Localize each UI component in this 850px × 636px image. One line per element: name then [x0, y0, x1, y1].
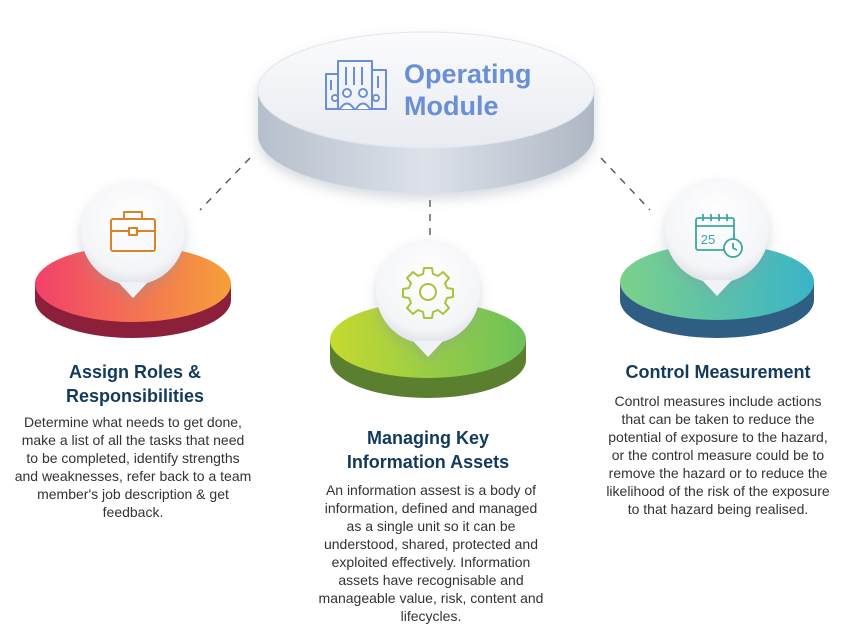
- operating-module-title: Operating Module: [404, 58, 532, 122]
- managing-assets-title-line2: Information Assets: [346, 452, 510, 472]
- control-measurement-description: Control measures include actions that ca…: [606, 393, 830, 517]
- bubble-right: [665, 179, 769, 296]
- managing-assets-title: Managing Key Information Assets: [318, 426, 538, 474]
- office-building-people-icon: [325, 60, 387, 110]
- assign-roles-title: Assign Roles & Responsibilities: [30, 360, 240, 408]
- operating-module-title-line2: Module: [404, 91, 499, 121]
- assign-roles-title-line1: Assign Roles &: [68, 362, 202, 382]
- managing-assets-description: An information assest is a body of infor…: [318, 482, 544, 624]
- operating-module-title-line1: Operating: [404, 59, 532, 89]
- assign-roles-title-line2: Responsibilities: [65, 386, 205, 406]
- assign-roles-description: Determine what needs to get done, make a…: [14, 414, 252, 520]
- gear-icon: [402, 267, 454, 319]
- control-measurement-title: Control Measurement: [600, 360, 836, 384]
- control-measurement-title-line1: Control Measurement: [625, 362, 811, 382]
- calendar-clock-icon: [695, 214, 743, 258]
- calendar-day-number: 25: [701, 232, 715, 247]
- connector-right: [600, 157, 651, 211]
- bubble-center: [376, 240, 480, 357]
- briefcase-icon: [110, 211, 156, 252]
- connector-lines: [199, 157, 651, 238]
- connector-left: [199, 157, 251, 211]
- managing-assets-title-line1: Managing Key: [366, 428, 490, 448]
